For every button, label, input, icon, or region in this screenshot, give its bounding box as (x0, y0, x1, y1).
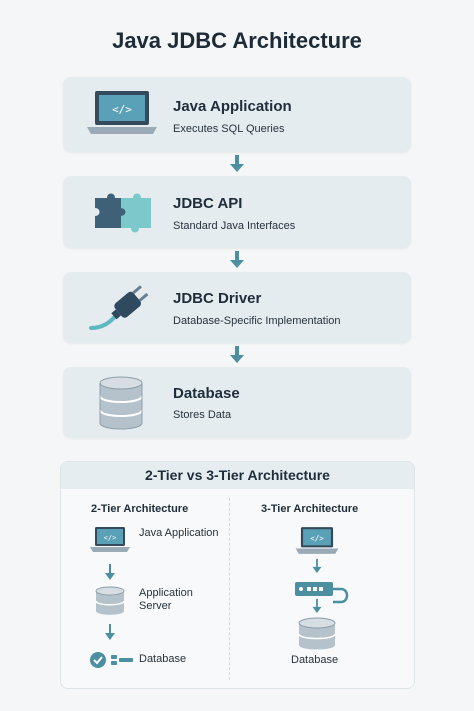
arrow-down-icon (230, 346, 244, 363)
arrow-down-icon (105, 564, 115, 580)
arrow-down-icon (230, 251, 244, 268)
svg-text:</>: </> (310, 534, 324, 543)
layer-desc: Standard Java Interfaces (173, 220, 296, 232)
layer-name: Java Application (173, 98, 292, 115)
layer-database: Database Stores Data (63, 367, 411, 438)
laptop-code-icon: </> (87, 91, 157, 134)
two-tier-heading: 2-Tier Architecture (91, 503, 189, 515)
check-connection-icon (90, 652, 133, 668)
database-icon (95, 586, 125, 615)
layer-name: JDBC Driver (173, 290, 262, 307)
layer-name: Database (173, 385, 240, 402)
comparison-panel: 2-Tier vs 3-Tier Architecture 2-Tier Arc… (60, 461, 415, 689)
svg-text:</>: </> (104, 534, 117, 542)
database-icon (99, 376, 143, 430)
two-tier-item-label: Application Server (139, 587, 193, 612)
layer-jdbc-driver: JDBC Driver Database-Specific Implementa… (63, 272, 411, 343)
layer-jdbc-api: JDBC API Standard Java Interfaces (63, 176, 411, 248)
laptop-code-icon: </> (295, 527, 339, 554)
layer-desc: Executes SQL Queries (173, 123, 285, 135)
svg-text:</>: </> (112, 103, 132, 116)
three-tier-heading: 3-Tier Architecture (261, 503, 359, 515)
arrow-down-icon (230, 155, 244, 172)
server-icon (295, 582, 349, 604)
arrow-down-icon (312, 558, 322, 574)
layer-desc: Stores Data (173, 409, 232, 421)
three-tier-item-label: Database (291, 654, 339, 666)
page-title: Java JDBC Architecture (112, 28, 362, 53)
database-icon (298, 617, 336, 650)
puzzle-icon (95, 193, 151, 233)
arrow-down-icon (312, 598, 322, 614)
layer-name: JDBC API (173, 195, 243, 212)
two-tier-item-label: Java Application (139, 527, 219, 539)
arrow-down-icon (105, 624, 115, 640)
laptop-code-icon: </> (90, 527, 130, 552)
comparison-title: 2-Tier vs 3-Tier Architecture (61, 462, 414, 489)
column-divider (229, 498, 230, 680)
layer-java-application: </> Java Application Executes SQL Querie… (63, 77, 411, 152)
plug-icon (89, 285, 149, 330)
layer-desc: Database-Specific Implementation (173, 315, 341, 327)
two-tier-item-label: Database (139, 653, 187, 665)
